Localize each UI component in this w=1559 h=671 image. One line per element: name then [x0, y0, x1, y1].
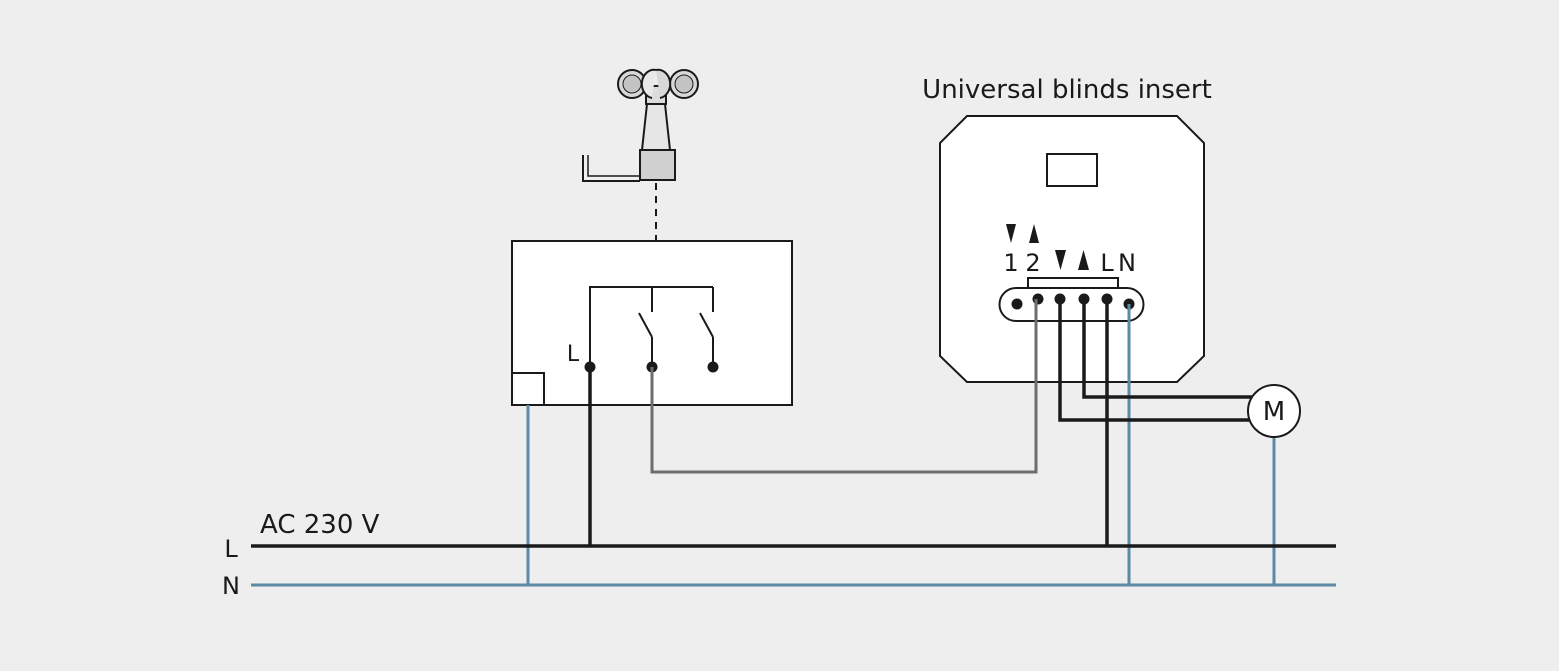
line-label: L: [224, 535, 238, 563]
sensor-box-terminal-label: L: [567, 342, 580, 367]
motor-icon: [1247, 384, 1301, 438]
wires: [251, 299, 1336, 587]
insert-title: Universal blinds insert: [922, 75, 1212, 105]
arrow-down-icon: [1006, 224, 1016, 243]
blinds-insert: 1 2 L N: [939, 115, 1205, 383]
motor-label: M: [1263, 397, 1285, 427]
terminal-label-n: N: [1118, 249, 1136, 277]
wind-signal-wire: [650, 299, 1038, 474]
supply-voltage-label: AC 230 V: [260, 510, 380, 540]
arrow-up-icon: [1078, 250, 1089, 270]
arrow-up-icon: [1029, 224, 1039, 243]
neutral-label: N: [222, 572, 240, 600]
motor: M: [1247, 384, 1301, 438]
wind-sensor-icon: [582, 68, 699, 182]
motor-down-wire: [1058, 299, 1252, 422]
arrow-down-icon: [1055, 250, 1066, 270]
terminal-label-1: 1: [1003, 249, 1018, 277]
terminal-label-l: L: [1100, 249, 1114, 277]
motor-up-wire: [1082, 299, 1252, 399]
terminal-block: [511, 372, 545, 406]
insert-indicator-window: [1046, 153, 1098, 187]
terminal-label-2: 2: [1025, 249, 1040, 277]
